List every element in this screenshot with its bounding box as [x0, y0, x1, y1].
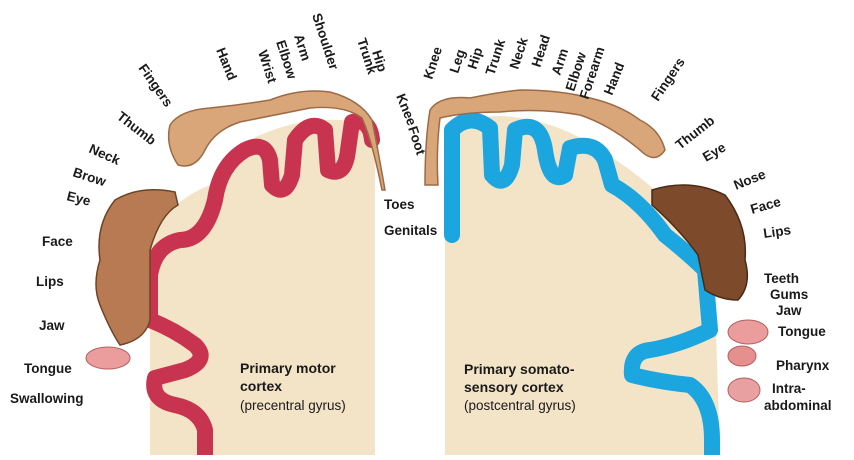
sensory-label-genitals: Genitals [384, 223, 437, 238]
sensory-label-jaw: Jaw [776, 303, 802, 318]
sensory-pharynx [728, 346, 756, 366]
sensory-tongue [728, 320, 768, 344]
sensory-label-abdominal: abdominal [764, 398, 832, 413]
motor-label-swallowing: Swallowing [10, 391, 84, 406]
motor-label-neck: Neck [87, 141, 123, 168]
motor-label-thumb: Thumb [114, 109, 159, 149]
sensory-label-gums: Gums [770, 287, 808, 302]
sensory-label-trunk: Trunk [483, 37, 509, 77]
sensory-label-face: Face [749, 194, 783, 217]
motor-label-tongue: Tongue [24, 361, 72, 376]
motor-label-jaw: Jaw [39, 318, 65, 333]
sensory-label-knee: Knee [421, 44, 446, 80]
sensory-title-line1: Primary somato- [464, 361, 575, 377]
sensory-subtitle: (postcentral gyrus) [464, 398, 576, 413]
sensory-title-line2: sensory cortex [464, 379, 564, 395]
sensory-label-hip: Hip [465, 46, 486, 71]
motor-label-lips: Lips [36, 274, 64, 289]
motor-label-brow: Brow [71, 165, 108, 190]
sensory-label-neck: Neck [507, 35, 531, 71]
motor-title-line2: cortex [240, 378, 282, 394]
sensory-label-lips: Lips [762, 222, 792, 241]
motor-label-shoulder: Shoulder [309, 11, 342, 72]
motor-label-wrist: Wrist [255, 48, 280, 85]
motor-label-knee: Knee [393, 92, 419, 129]
motor-tongue [86, 347, 130, 369]
sensory-intestine [728, 378, 760, 402]
sensory-label-tongue: Tongue [778, 324, 826, 339]
sensory-label-hand: Hand [601, 60, 628, 97]
motor-label-face: Face [42, 234, 73, 249]
motor-label-foot: Foot [405, 124, 428, 157]
motor-label-hand: Hand [213, 46, 240, 83]
sensory-label-pharynx: Pharynx [776, 358, 830, 373]
sensory-label-fingers: Fingers [648, 55, 688, 104]
sensory-label-intra: Intra- [772, 381, 806, 396]
sensory-label-eye: Eye [700, 139, 729, 164]
sensory-label-nose: Nose [732, 166, 769, 192]
motor-label-eye: Eye [65, 188, 92, 208]
sensory-label-leg: Leg [447, 47, 469, 74]
motor-subtitle: (precentral gyrus) [240, 398, 346, 413]
motor-title-line1: Primary motor [240, 360, 336, 376]
motor-label-fingers: Fingers [136, 61, 176, 110]
motor-label-toes: Toes [384, 197, 415, 212]
sensory-label-teeth: Teeth [764, 271, 799, 286]
sensory-label-head: Head [529, 33, 553, 69]
